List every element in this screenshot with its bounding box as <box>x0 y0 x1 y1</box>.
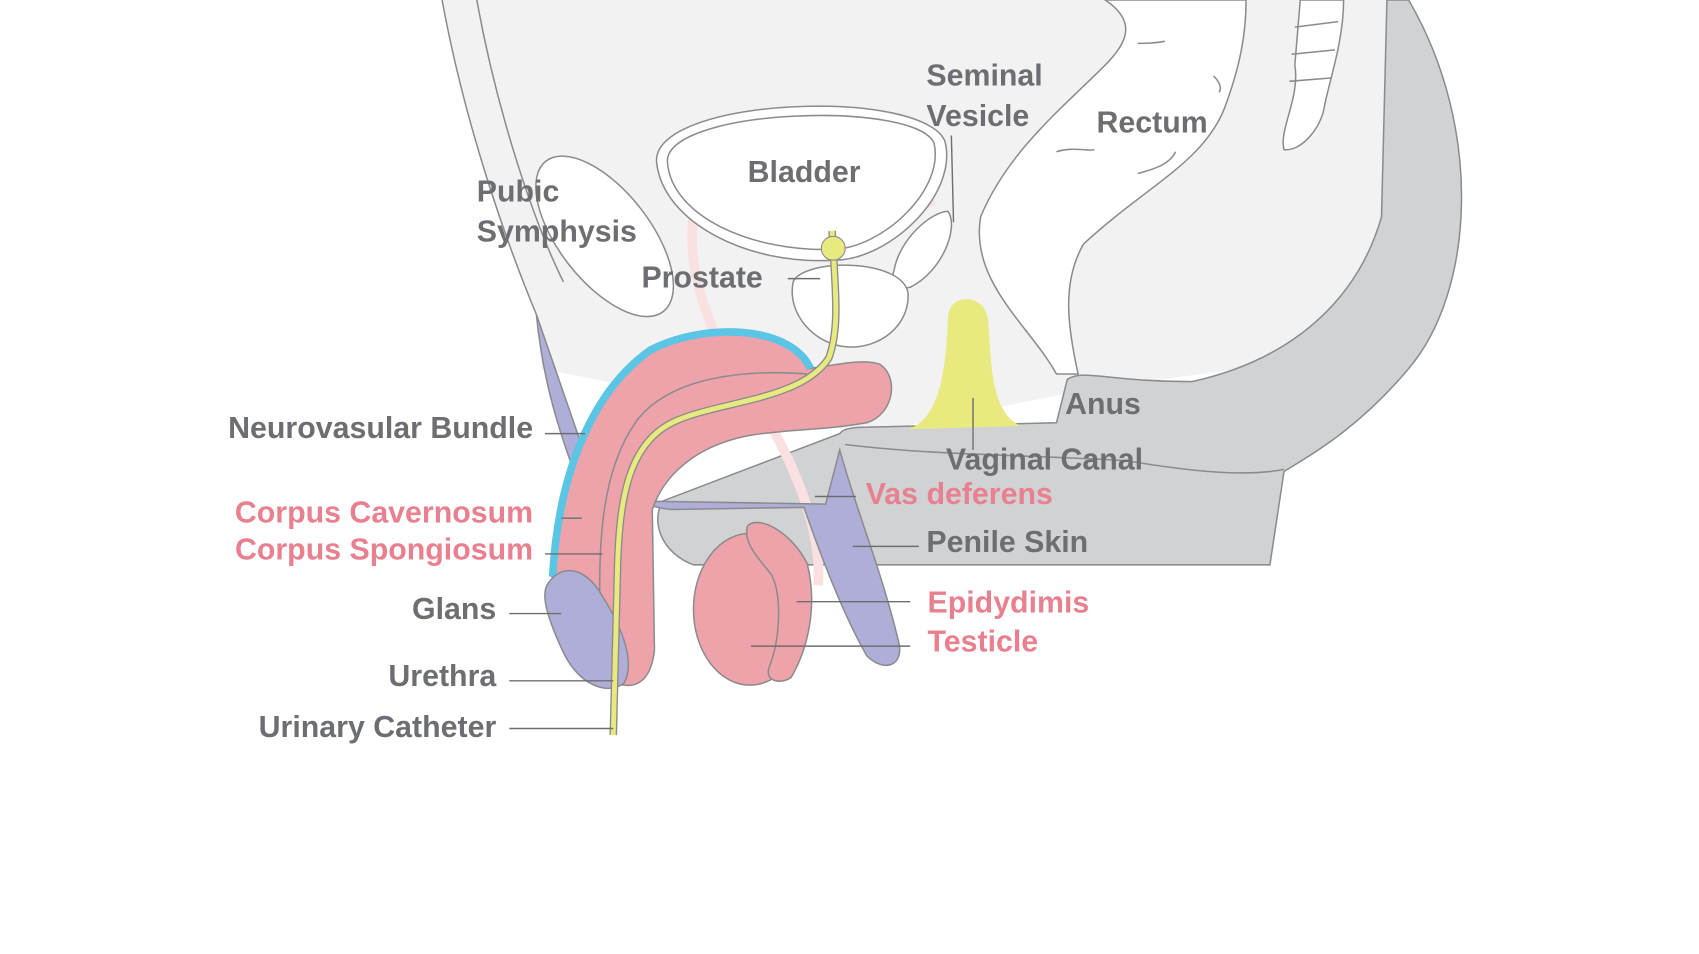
bladder <box>655 105 948 262</box>
spine <box>1282 0 1345 151</box>
label-neurovascular-bundle: Neurovasular Bundle <box>228 412 533 445</box>
label-pubic-symphysis-line2: Symphysis <box>477 216 637 249</box>
epididymis <box>745 521 813 682</box>
label-penile-skin: Penile Skin <box>926 526 1088 559</box>
catheter-balloon <box>820 235 846 261</box>
vertebra-lines <box>1289 20 1339 83</box>
perineum-line <box>845 443 1285 474</box>
label-urethra: Urethra <box>388 660 497 693</box>
label-bladder: Bladder <box>748 156 861 189</box>
label-testicle: Testicle <box>928 626 1039 659</box>
urinary-catheter-fill <box>610 230 839 736</box>
neurovascular-bundle <box>548 328 814 577</box>
glans <box>544 569 630 690</box>
label-vaginal-canal: Vaginal Canal <box>946 443 1143 476</box>
label-seminal-vesicle-line2: Vesicle <box>926 100 1029 133</box>
label-epidydimis: Epidydimis <box>928 587 1090 620</box>
corpus-spongiosum <box>598 371 808 651</box>
label-pubic-symphysis: Pubic <box>477 176 560 209</box>
rectum <box>978 0 1247 375</box>
label-corpus-cavernosum: Corpus Cavernosum <box>235 497 533 530</box>
bladder-inner-wall <box>666 114 937 251</box>
label-anus: Anus <box>1065 388 1141 421</box>
label-urinary-catheter: Urinary Catheter <box>259 711 497 744</box>
pelvic-bone-outline <box>441 0 565 315</box>
label-prostate: Prostate <box>641 261 762 294</box>
prostate <box>791 264 909 348</box>
pubic-symphysis <box>535 155 675 318</box>
rectum-fold-lines <box>1056 40 1222 175</box>
label-vas-deferens: Vas deferens <box>866 478 1053 511</box>
label-rectum: Rectum <box>1097 106 1208 139</box>
label-glans: Glans <box>412 593 496 626</box>
vaginal-canal <box>908 299 1021 430</box>
penile-skin <box>535 314 901 666</box>
buttock-region <box>657 0 1463 566</box>
label-seminal-vesicle: Seminal <box>926 60 1042 93</box>
label-corpus-spongiosum: Corpus Spongiosum <box>235 533 533 566</box>
leader-lines <box>509 135 974 730</box>
